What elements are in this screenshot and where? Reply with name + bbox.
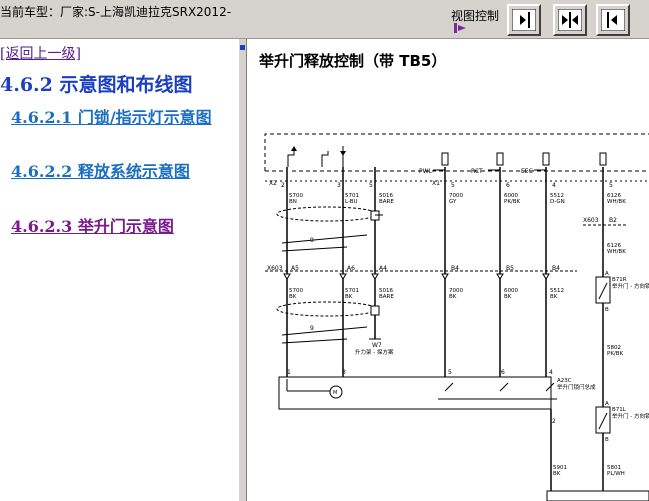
svg-text:BK: BK bbox=[289, 294, 297, 300]
svg-text:3: 3 bbox=[342, 369, 346, 376]
svg-text:6000: 6000 bbox=[504, 288, 518, 294]
svg-text:2: 2 bbox=[281, 182, 285, 189]
svg-text:5701: 5701 bbox=[345, 193, 359, 199]
svg-text:5: 5 bbox=[448, 369, 452, 376]
svg-text:5512: 5512 bbox=[550, 193, 564, 199]
svg-text:B5: B5 bbox=[506, 265, 514, 272]
svg-text:BARE: BARE bbox=[379, 294, 394, 300]
svg-text:B71R: B71R bbox=[612, 277, 627, 283]
svg-text:举升门锁闩总成: 举升门锁闩总成 bbox=[557, 383, 596, 391]
svg-text:6: 6 bbox=[506, 182, 510, 189]
view-prev-button[interactable] bbox=[507, 4, 541, 36]
double-arrow-icon bbox=[558, 9, 582, 31]
svg-text:A: A bbox=[605, 271, 609, 277]
svg-text:D-GN: D-GN bbox=[550, 199, 565, 205]
svg-text:B4: B4 bbox=[552, 265, 560, 272]
connector-x2-label: X2 bbox=[269, 180, 277, 187]
svg-text:举升门 - 方向锁紧传感器: 举升门 - 方向锁紧传感器 bbox=[612, 412, 649, 420]
splitter-marker bbox=[240, 45, 245, 50]
svg-text:M: M bbox=[333, 390, 337, 396]
svg-text:L-BU: L-BU bbox=[345, 199, 358, 205]
svg-text:W7: W7 bbox=[372, 342, 382, 349]
signal-eec: EEC bbox=[521, 168, 533, 175]
svg-text:7000: 7000 bbox=[449, 288, 463, 294]
svg-text:5701: 5701 bbox=[345, 288, 359, 294]
current-vehicle-label: 当前车型：厂家:S-上海凯迪拉克SRX2012- bbox=[0, 5, 232, 19]
svg-text:X603: X603 bbox=[267, 265, 283, 272]
svg-text:B71L: B71L bbox=[612, 407, 627, 413]
svg-text:1: 1 bbox=[287, 369, 291, 376]
back-link[interactable]: [返回上一级] bbox=[0, 46, 81, 62]
svg-text:PL/WH: PL/WH bbox=[607, 471, 625, 477]
top-toolbar: 当前车型：厂家:S-上海凯迪拉克SRX2012- 视图控制 bbox=[0, 0, 649, 39]
svg-text:5016: 5016 bbox=[379, 288, 393, 294]
svg-text:5801: 5801 bbox=[607, 465, 621, 471]
svg-text:B2: B2 bbox=[609, 217, 617, 224]
svg-text:5802: 5802 bbox=[607, 345, 621, 351]
signal-pwl: PWL bbox=[419, 168, 433, 175]
svg-text:X603: X603 bbox=[583, 217, 599, 224]
svg-text:5: 5 bbox=[609, 182, 613, 189]
diagram-title: 举升门释放控制（带 TB5） bbox=[259, 52, 447, 70]
view-next-button[interactable] bbox=[596, 4, 630, 36]
diagram-pane: 举升门释放控制（带 TB5） X2 X1 PWL RCT EEC bbox=[247, 39, 649, 501]
section-title: 4.6.2 示意图和布线图 bbox=[0, 74, 193, 96]
svg-text:举升门 - 方向锁紧传感器: 举升门 - 方向锁紧传感器 bbox=[612, 282, 649, 290]
svg-text:BK: BK bbox=[345, 294, 353, 300]
view-center-button[interactable] bbox=[553, 4, 587, 36]
svg-text:BN: BN bbox=[289, 199, 297, 205]
svg-text:5700: 5700 bbox=[289, 193, 303, 199]
sidebar-item-release-system-diagram[interactable]: 4.6.2.2 释放系统示意图 bbox=[11, 162, 190, 181]
svg-text:7000: 7000 bbox=[449, 193, 463, 199]
view-icon bbox=[454, 23, 466, 33]
svg-text:A: A bbox=[605, 401, 609, 407]
svg-text:6126: 6126 bbox=[607, 243, 621, 249]
svg-text:A5: A5 bbox=[291, 265, 299, 272]
arrow-right-icon bbox=[512, 9, 536, 31]
svg-text:升力架 - 探方案: 升力架 - 探方案 bbox=[355, 348, 394, 356]
svg-text:B: B bbox=[605, 437, 609, 443]
svg-text:5: 5 bbox=[451, 182, 455, 189]
svg-text:9: 9 bbox=[310, 237, 314, 244]
svg-text:A4: A4 bbox=[379, 265, 387, 272]
svg-text:PK/BK: PK/BK bbox=[504, 199, 521, 205]
svg-text:2: 2 bbox=[552, 418, 556, 425]
svg-text:6126: 6126 bbox=[607, 193, 621, 199]
svg-text:A23C: A23C bbox=[557, 378, 572, 384]
signal-rct: RCT bbox=[471, 168, 483, 175]
view-control-label: 视图控制 bbox=[451, 9, 500, 23]
svg-text:3: 3 bbox=[337, 182, 341, 189]
svg-text:5512: 5512 bbox=[550, 288, 564, 294]
svg-text:5901: 5901 bbox=[553, 465, 567, 471]
svg-text:B: B bbox=[605, 307, 609, 313]
svg-text:4: 4 bbox=[549, 369, 553, 376]
svg-text:BK: BK bbox=[504, 294, 512, 300]
svg-text:BK: BK bbox=[449, 294, 457, 300]
svg-text:5700: 5700 bbox=[289, 288, 303, 294]
sidebar-item-liftgate-diagram[interactable]: 4.6.2.3 举升门示意图 bbox=[11, 217, 174, 236]
svg-text:9: 9 bbox=[310, 325, 314, 332]
svg-text:5: 5 bbox=[369, 182, 373, 189]
svg-text:A6: A6 bbox=[347, 265, 355, 272]
svg-text:WH/BK: WH/BK bbox=[607, 249, 626, 255]
svg-text:B4: B4 bbox=[451, 265, 459, 272]
svg-text:GY: GY bbox=[449, 199, 457, 205]
svg-text:4: 4 bbox=[552, 182, 556, 189]
svg-text:6000: 6000 bbox=[504, 193, 518, 199]
svg-text:5016: 5016 bbox=[379, 193, 393, 199]
arrow-left-icon bbox=[601, 9, 625, 31]
svg-text:PK/BK: PK/BK bbox=[607, 351, 624, 357]
svg-text:WH/BK: WH/BK bbox=[607, 199, 626, 205]
svg-text:BK: BK bbox=[550, 294, 558, 300]
wiring-diagram: X2 X1 PWL RCT EEC 2 3 5 5 6 4 5 bbox=[264, 133, 649, 501]
svg-text:BARE: BARE bbox=[379, 199, 394, 205]
connector-x1-label: X1 bbox=[432, 180, 440, 187]
sidebar-item-door-lock-diagram[interactable]: 4.6.2.1 门锁/指示灯示意图 bbox=[11, 108, 212, 127]
sidebar: [返回上一级] 4.6.2 示意图和布线图 4.6.2.1 门锁/指示灯示意图 … bbox=[0, 39, 238, 501]
svg-text:6: 6 bbox=[501, 369, 505, 376]
pane-splitter[interactable] bbox=[238, 39, 247, 501]
svg-text:BK: BK bbox=[553, 471, 561, 477]
